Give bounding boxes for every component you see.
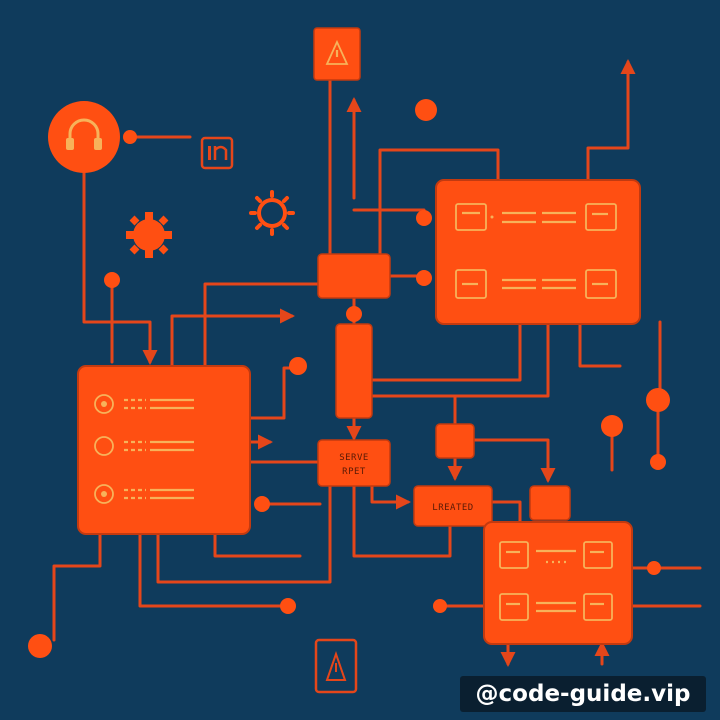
relay-chip bbox=[435, 423, 475, 459]
alert-icon-box bbox=[314, 638, 358, 694]
alert-icon bbox=[325, 650, 347, 681]
serve-node: SERVE RPET bbox=[317, 439, 391, 487]
server-panel-bottom-right bbox=[483, 521, 633, 645]
junction-dots bbox=[28, 99, 670, 658]
server-panel-top-right bbox=[435, 179, 641, 325]
warning-icon bbox=[325, 39, 349, 65]
server-panel-left bbox=[77, 365, 251, 535]
created-node: LREATED bbox=[413, 485, 493, 527]
settings-cog-icon bbox=[249, 190, 295, 236]
linkedin-icon bbox=[200, 136, 234, 170]
gear-icon bbox=[126, 212, 172, 258]
watermark: @code-guide.vip bbox=[460, 676, 706, 712]
output-chip bbox=[529, 485, 571, 521]
router-chip bbox=[317, 253, 391, 299]
headset-node bbox=[48, 101, 120, 173]
serve-label-line1: SERVE bbox=[339, 453, 369, 463]
headset-icon bbox=[66, 118, 102, 150]
vertical-chip bbox=[335, 323, 373, 419]
serve-label-line2: RPET bbox=[342, 467, 366, 477]
created-label: LREATED bbox=[432, 503, 473, 513]
warning-icon-box bbox=[313, 27, 361, 81]
